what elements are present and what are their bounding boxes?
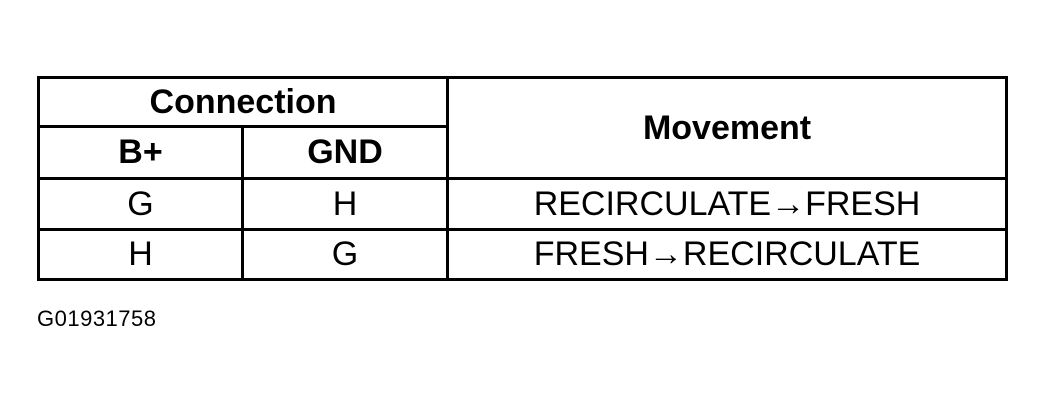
gnd-header: GND: [240, 125, 450, 181]
movement-cell: RECIRCULATE→FRESH: [446, 177, 1009, 231]
bplus-cell: H: [37, 227, 244, 282]
gnd-cell: H: [240, 177, 450, 231]
movement-header: Movement: [446, 75, 1009, 181]
table-row: H G FRESH→RECIRCULATE: [37, 227, 1009, 282]
header-row-top: Connection Movement: [36, 75, 1009, 181]
bplus-header: B+: [37, 125, 244, 181]
connection-header: Connection: [36, 75, 450, 129]
bplus-cell: G: [37, 177, 244, 231]
gnd-cell: G: [240, 227, 450, 282]
movement-cell: FRESH→RECIRCULATE: [446, 227, 1009, 282]
table-row: G H RECIRCULATE→FRESH: [37, 177, 1009, 231]
figure-id-caption: G01931758: [37, 306, 157, 331]
header-row-sub: B+ GND: [37, 125, 1007, 181]
connection-movement-table: Connection Movement B+ GND G H RECIRCULA…: [36, 75, 1009, 282]
